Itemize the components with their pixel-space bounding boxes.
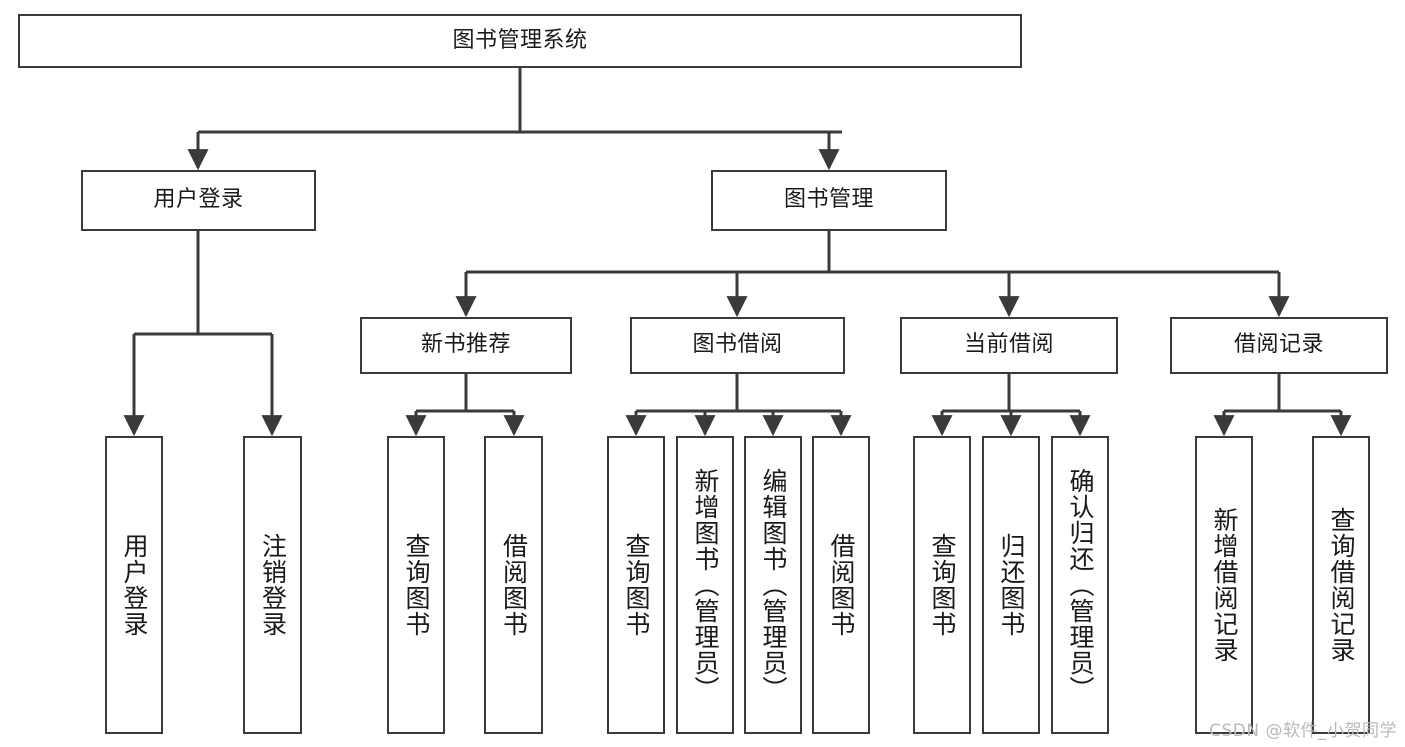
node-label: 图书管理系统 — [452, 27, 588, 53]
leaf-query-book-borrow[interactable]: 查询图书 — [607, 436, 665, 734]
node-label: 查询图书 — [622, 533, 651, 637]
leaf-user-logout[interactable]: 注销登录 — [243, 436, 302, 734]
node-book-borrow[interactable]: 图书借阅 — [630, 317, 845, 374]
leaf-edit-book-admin[interactable]: 编辑图书（管理员） — [744, 436, 802, 734]
node-borrow-records[interactable]: 借阅记录 — [1170, 317, 1388, 374]
node-label: 编辑图书（管理员） — [759, 468, 788, 702]
node-label: 确认归还（管理员） — [1066, 468, 1095, 702]
leaf-borrow-book[interactable]: 借阅图书 — [812, 436, 870, 734]
node-label: 注销登录 — [258, 533, 288, 637]
node-user-login[interactable]: 用户登录 — [81, 170, 316, 231]
node-label: 用户登录 — [120, 533, 149, 637]
leaf-return-book[interactable]: 归还图书 — [982, 436, 1040, 734]
node-book-management[interactable]: 图书管理 — [711, 170, 947, 231]
node-label: 新增图书（管理员） — [691, 468, 720, 702]
leaf-borrow-book-newbook[interactable]: 借阅图书 — [484, 436, 543, 734]
node-label: 图书管理 — [783, 187, 874, 213]
node-label: 用户登录 — [153, 187, 244, 213]
leaf-query-book-newbook[interactable]: 查询图书 — [387, 436, 445, 734]
leaf-add-borrow-record[interactable]: 新增借阅记录 — [1195, 436, 1253, 734]
leaf-query-book-current[interactable]: 查询图书 — [913, 436, 971, 734]
leaf-confirm-return-admin[interactable]: 确认归还（管理员） — [1051, 436, 1109, 734]
node-label: 借阅图书 — [499, 533, 529, 637]
leaf-add-book-admin[interactable]: 新增图书（管理员） — [676, 436, 734, 734]
node-label: 新增借阅记录 — [1210, 507, 1239, 663]
node-current-borrow[interactable]: 当前借阅 — [900, 317, 1118, 374]
node-label: 图书借阅 — [692, 332, 783, 358]
node-label: 查询借阅记录 — [1327, 507, 1356, 663]
leaf-query-borrow-record[interactable]: 查询借阅记录 — [1312, 436, 1370, 734]
node-label: 查询图书 — [402, 533, 431, 637]
node-label: 归还图书 — [997, 533, 1026, 637]
leaf-user-login[interactable]: 用户登录 — [105, 436, 163, 734]
node-label: 查询图书 — [928, 533, 957, 637]
node-label: 借阅图书 — [827, 533, 856, 637]
node-new-book-recommend[interactable]: 新书推荐 — [360, 317, 572, 374]
node-label: 当前借阅 — [963, 332, 1054, 358]
node-root-system[interactable]: 图书管理系统 — [18, 14, 1022, 68]
node-label: 新书推荐 — [420, 332, 511, 358]
node-label: 借阅记录 — [1233, 332, 1324, 358]
